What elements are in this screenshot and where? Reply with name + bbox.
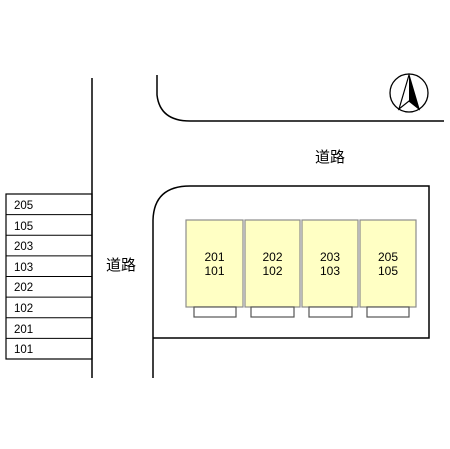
- parking-slot-label: 102: [14, 303, 33, 315]
- unit-label-lower: 101: [204, 264, 224, 278]
- building-unit: [244, 219, 301, 308]
- unit-label-upper: 202: [262, 250, 282, 264]
- parking-slot-label: 105: [14, 221, 33, 233]
- north-arrow-icon: [389, 72, 429, 113]
- unit-label-upper: 205: [378, 250, 398, 264]
- unit-label-lower: 102: [262, 264, 282, 278]
- balcony: [193, 306, 237, 318]
- road-edge-top: [156, 75, 444, 122]
- parking-slot-label: 101: [14, 344, 33, 356]
- unit-label-lower: 105: [378, 264, 398, 278]
- unit-label-lower: 103: [320, 264, 340, 278]
- parking-slot-label: 205: [14, 200, 33, 212]
- building-block: 201 101 202 102 203 103 205 105: [185, 219, 417, 318]
- parking-slot-label: 203: [14, 241, 33, 253]
- unit-label-upper: 201: [204, 250, 224, 264]
- site-boundary: [152, 185, 430, 378]
- parking-slot-label: 201: [14, 324, 33, 336]
- parking-slot-label: 103: [14, 262, 33, 274]
- unit-label-upper: 203: [320, 250, 340, 264]
- building-unit: [359, 219, 417, 308]
- balcony: [366, 306, 410, 318]
- road-label-left: 道路: [106, 257, 136, 274]
- balcony: [250, 306, 295, 318]
- balcony: [308, 306, 353, 318]
- parking-area: 205 105 203 103 202 102 201 101: [5, 193, 93, 360]
- building-unit: [185, 219, 244, 308]
- parking-slot-label: 202: [14, 282, 33, 294]
- road-label-top: 道路: [315, 149, 345, 166]
- building-unit: [301, 219, 359, 308]
